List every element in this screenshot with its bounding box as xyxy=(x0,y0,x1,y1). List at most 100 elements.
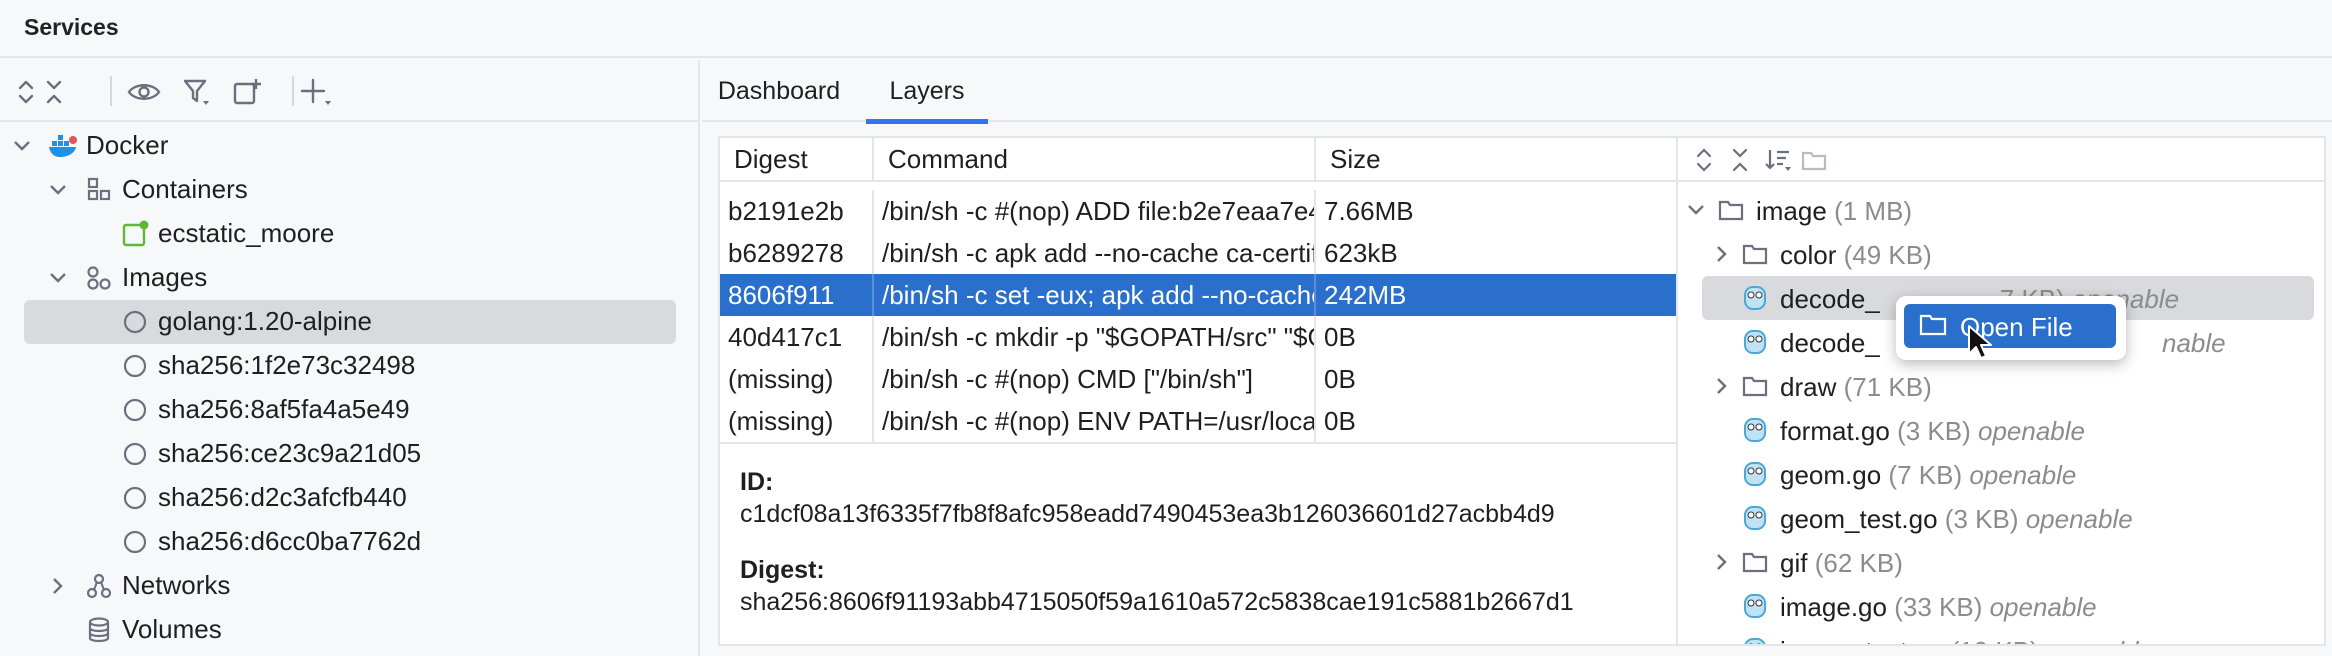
cell-command: /bin/sh -c #(nop) CMD ["/bin/sh"] xyxy=(872,358,1314,400)
digest-value[interactable]: sha256:8606f91193abb4715050f59a1610a572c… xyxy=(740,588,1574,616)
file-tree-row[interactable]: format.go (3 KB) openable xyxy=(1678,408,2324,452)
tree-label: sha256:8af5fa4a5e49 xyxy=(158,394,410,424)
file-tree-row[interactable]: draw (71 KB) xyxy=(1678,364,2324,408)
containers-icon xyxy=(84,175,114,205)
tree-label: ecstatic_moore xyxy=(158,218,335,248)
table-row[interactable]: (missing) /bin/sh -c #(nop) ENV PATH=/us… xyxy=(720,400,1678,442)
tree-node-docker[interactable]: Docker xyxy=(0,124,700,168)
tree-node-image[interactable]: sha256:1f2e73c32498 xyxy=(0,344,700,388)
chevron-right-icon[interactable] xyxy=(1710,242,1734,266)
go-file-icon xyxy=(1740,635,1770,644)
tree-label: Images xyxy=(122,262,208,292)
file-tree-row[interactable]: image (1 MB) xyxy=(1678,188,2324,232)
chevron-right-icon[interactable] xyxy=(46,574,70,598)
eye-icon[interactable] xyxy=(124,72,164,112)
files-toolbar xyxy=(1678,138,2324,182)
file-size: (33 KB) xyxy=(1894,592,1983,622)
window-title: Services xyxy=(24,14,119,40)
table-row[interactable]: 40d417c1 /bin/sh -c mkdir -p "$GOPATH/sr… xyxy=(720,316,1678,358)
tree-label: sha256:ce23c9a21d05 xyxy=(158,438,422,468)
file-size: (3 KB) xyxy=(1944,504,2019,534)
file-openable: nable xyxy=(2162,328,2226,358)
tree-node-image-golang[interactable]: golang:1.20-alpine xyxy=(0,300,700,344)
column-header-digest[interactable]: Digest xyxy=(720,138,872,182)
file-name-text: geom.go xyxy=(1780,460,1882,490)
file-tree-row[interactable]: image.go (33 KB) openable xyxy=(1678,584,2324,628)
file-tree-row[interactable]: geom_test.go (3 KB) openable xyxy=(1678,496,2324,540)
file-name: decode_ xyxy=(1780,328,1880,358)
file-name: image_test.go (10 KB) openable xyxy=(1780,636,2153,644)
tree-node-image[interactable]: sha256:ce23c9a21d05 xyxy=(0,432,700,476)
file-size: (10 KB) xyxy=(1951,636,2039,644)
tab-dashboard[interactable]: Dashboard xyxy=(717,76,841,105)
expand-all-icon[interactable] xyxy=(6,72,46,112)
tree-node-images[interactable]: Images xyxy=(0,256,700,300)
folder-icon[interactable] xyxy=(1798,144,1830,176)
filter-icon[interactable] xyxy=(176,72,216,112)
go-file-icon xyxy=(1740,327,1770,357)
column-header-size[interactable]: Size xyxy=(1314,138,1678,182)
cell-size: 0B xyxy=(1314,400,1678,442)
table-row[interactable]: (missing) /bin/sh -c #(nop) CMD ["/bin/s… xyxy=(720,358,1678,400)
chevron-down-icon[interactable] xyxy=(46,178,70,202)
container-running-icon xyxy=(120,219,150,249)
expand-all-icon[interactable] xyxy=(1688,144,1720,176)
tree-node-container[interactable]: ecstatic_moore xyxy=(0,212,700,256)
file-size: (71 KB) xyxy=(1843,372,1932,402)
column-header-command[interactable]: Command xyxy=(872,138,1314,182)
file-name: image (1 MB) xyxy=(1756,196,1912,227)
chevron-down-icon[interactable] xyxy=(1684,198,1708,222)
networks-icon xyxy=(84,571,114,601)
go-file-icon xyxy=(1740,283,1770,313)
file-name: gif (62 KB) xyxy=(1780,548,1903,579)
file-tree-row[interactable]: image_test.go (10 KB) openable xyxy=(1678,628,2324,644)
images-icon xyxy=(84,263,114,293)
go-file-icon xyxy=(1740,591,1770,621)
file-name-text: draw xyxy=(1780,372,1837,402)
file-tree-row[interactable]: gif (62 KB) xyxy=(1678,540,2324,584)
cell-digest: b2191e2b xyxy=(728,195,844,226)
file-name: format.go (3 KB) openable xyxy=(1780,416,2085,447)
tree-node-volumes[interactable]: Volumes xyxy=(0,608,700,652)
tree-label: sha256:d2c3afcfb440 xyxy=(158,482,407,512)
file-tree-row[interactable]: geom.go (7 KB) openable xyxy=(1678,452,2324,496)
tree-node-networks[interactable]: Networks xyxy=(0,564,700,608)
file-openable: openable xyxy=(1989,592,2097,622)
go-file-icon xyxy=(1740,415,1770,445)
tab-layers[interactable]: Layers xyxy=(866,60,988,124)
table-row-selected[interactable]: 8606f911 /bin/sh -c set -eux; apk add --… xyxy=(720,274,1678,316)
file-tree-row[interactable]: decode_ nable xyxy=(1678,320,2324,364)
volumes-icon xyxy=(84,615,114,645)
folder-icon xyxy=(1740,239,1770,269)
chevron-down-icon[interactable] xyxy=(10,134,34,158)
id-label: ID: xyxy=(740,468,774,496)
tree-label: Docker xyxy=(86,130,169,160)
add-icon[interactable] xyxy=(296,72,336,112)
file-size: (49 KB) xyxy=(1843,240,1932,270)
cell-command: /bin/sh -c #(nop) ENV PATH=/usr/local/go… xyxy=(872,400,1314,442)
file-openable: openable xyxy=(1977,416,2085,446)
file-size: (3 KB) xyxy=(1897,416,1971,446)
chevron-right-icon[interactable] xyxy=(1710,374,1734,398)
chevron-down-icon[interactable] xyxy=(46,266,70,290)
collapse-all-icon[interactable] xyxy=(34,72,74,112)
tree-node-containers[interactable]: Containers xyxy=(0,168,700,212)
toolbar-separator xyxy=(292,76,294,106)
tree-label: golang:1.20-alpine xyxy=(158,306,372,336)
tree-node-image[interactable]: sha256:d2c3afcfb440 xyxy=(0,476,700,520)
file-size: (62 KB) xyxy=(1814,548,1903,578)
id-value[interactable]: c1dcf08a13f6335f7fb8f8afc958eadd7490453e… xyxy=(740,500,1555,528)
file-name-text: image.go xyxy=(1780,592,1887,622)
chevron-right-icon[interactable] xyxy=(1710,550,1734,574)
file-tree-row[interactable]: color (49 KB) xyxy=(1678,232,2324,276)
tree-node-image[interactable]: sha256:d6cc0ba7762d xyxy=(0,520,700,564)
toolbar-separator xyxy=(110,76,112,106)
collapse-all-icon[interactable] xyxy=(1724,144,1756,176)
table-row[interactable]: b2191e2b /bin/sh -c #(nop) ADD file:b2e7… xyxy=(720,190,1678,232)
cell-size: 0B xyxy=(1314,358,1678,400)
open-file-menu-item[interactable]: Open File xyxy=(1904,304,2116,348)
new-group-icon[interactable] xyxy=(228,72,268,112)
table-row[interactable]: b6289278 /bin/sh -c apk add --no-cache c… xyxy=(720,232,1678,274)
sort-icon[interactable] xyxy=(1762,144,1794,176)
tree-node-image[interactable]: sha256:8af5fa4a5e49 xyxy=(0,388,700,432)
